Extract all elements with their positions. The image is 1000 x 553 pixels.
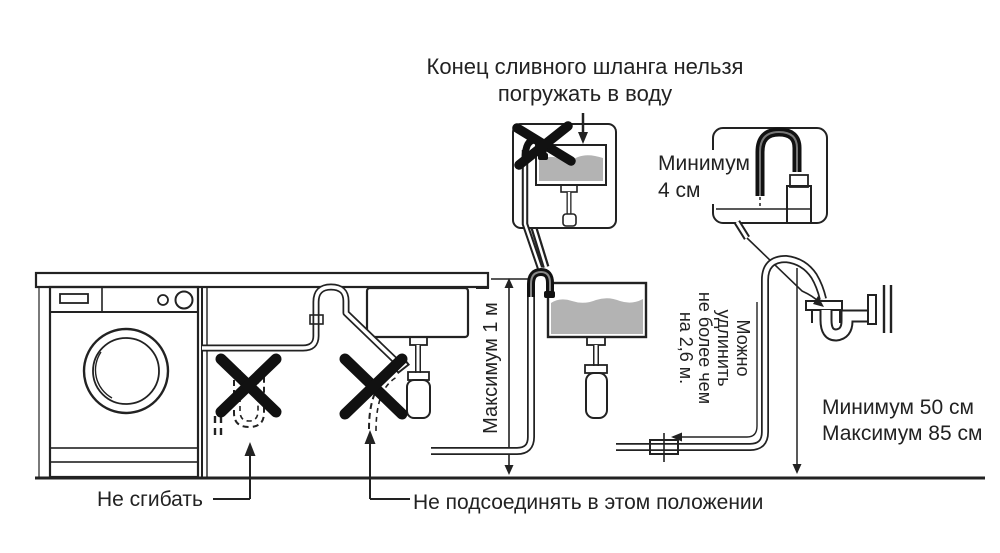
prohibition-x-icon-2 [339,353,408,420]
hose-into-sink [431,226,555,455]
title-line-2: погружать в воду [497,81,673,106]
door-porthole [82,327,170,415]
sink-with-water [546,281,648,419]
dimension-max-1m [491,278,528,475]
extension-hose [616,255,827,462]
title-arrow [578,113,588,144]
extension-line2: не более чем [695,291,715,405]
min-4cm-line2: 4 см [658,179,701,202]
knob-large [174,290,194,310]
water-fill [551,298,643,334]
label-no-connect: Не подсоединять в этом положении [413,491,764,514]
no-bend-leader [213,442,256,500]
label-standpipe-range: Минимум 50 см Максимум 85 см [822,395,982,447]
countertop [34,271,490,477]
forbidden-bend-hose [213,370,265,439]
prohibition-x-icon-1 [215,353,282,418]
standpipe-trap [805,285,893,342]
siphon-trap-2 [585,372,608,419]
inset-standpipe [786,185,812,224]
dimension-standpipe-height [792,268,802,474]
label-extension: Можно удлинить не более чем на 2,6 м. [676,283,753,413]
wall-flange [867,294,877,325]
washing-machine-illustration [48,285,208,479]
label-max-1m: Максимум 1 м [480,302,502,434]
standpipe-max: Максимум 85 см [822,422,983,445]
extension-line3: на 2,6 м. [676,311,696,385]
label-no-bend: Не сгибать [97,488,203,511]
label-min-4cm: Минимум 4 см [655,150,753,204]
inset-min-4cm [712,127,828,240]
prohibition-x-icon-inset1 [512,121,576,170]
siphon-trap-1 [406,379,431,419]
hose-clip [309,314,324,325]
no-connect-leader [364,430,410,500]
extension-line1: Можно удлинить [714,309,753,387]
standpipe-min: Минимум 50 см [822,396,974,419]
title-line-1: Конец сливного шланга нельзя [426,54,744,79]
detergent-drawer [59,293,89,304]
hose-tip [544,291,555,298]
inset-no-submerge [512,121,617,270]
drain-hose-to-siphon [202,283,402,367]
kick-panel [49,447,199,463]
min-4cm-line1: Минимум [658,152,750,175]
diagram-title: Конец сливного шланга нельзя погружать в… [415,53,755,107]
knob-small [157,294,169,306]
